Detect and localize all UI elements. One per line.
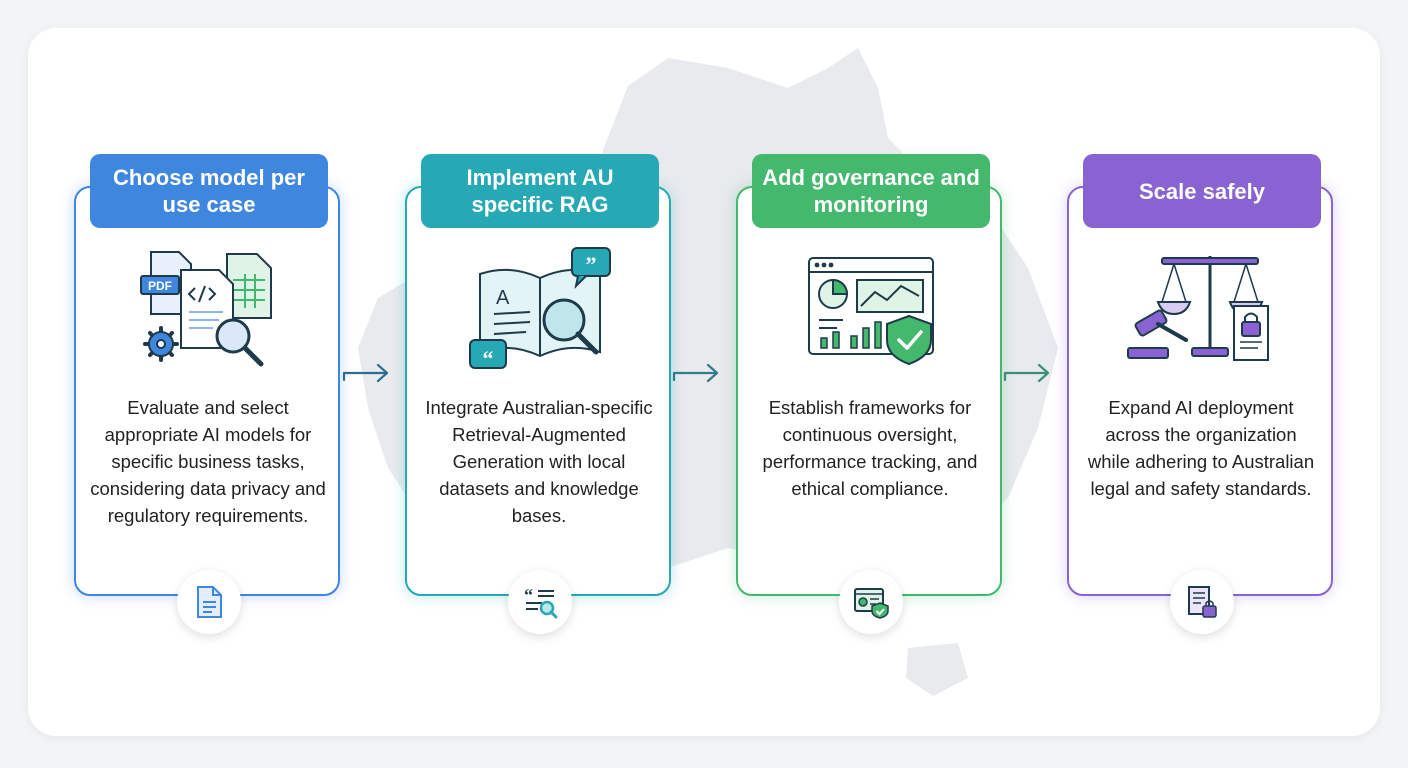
svg-text:“: “ xyxy=(483,346,494,371)
svg-text:“: “ xyxy=(524,585,533,605)
diagram-canvas: Choose model per use case PDF xyxy=(28,28,1380,736)
step-description: Expand AI deployment across the organiza… xyxy=(1087,397,1315,499)
step-badge xyxy=(177,570,241,634)
step-card-implement-rag: Implement AU specific RAG A ” “ Integrat… xyxy=(405,154,671,634)
step-badge xyxy=(839,570,903,634)
step-card-scale-safely: Scale safely Expand AI deployment across… xyxy=(1067,154,1333,634)
arrow-right-icon xyxy=(342,363,389,383)
documents-magnifier-gear-icon: PDF xyxy=(140,251,272,367)
arrow-right-icon xyxy=(672,363,719,383)
arrow-right-icon xyxy=(1003,363,1050,383)
svg-text:”: ” xyxy=(586,252,597,277)
step-title: Scale safely xyxy=(1083,154,1321,228)
step-card-choose-model: Choose model per use case PDF xyxy=(74,154,340,634)
scroll-lock-icon xyxy=(1188,586,1217,618)
step-description: Establish frameworks for continuous over… xyxy=(762,397,978,499)
pdf-label: PDF xyxy=(148,279,172,293)
step-description: Integrate Australian-specific Retrieval-… xyxy=(425,397,653,526)
dashboard-shield-icon xyxy=(854,588,889,619)
quote-search-icon: “ xyxy=(524,585,558,619)
step-card-governance: Add governance and monitoring Establish … xyxy=(736,154,1002,634)
dashboard-shield-icon xyxy=(808,257,934,366)
svg-text:A: A xyxy=(496,287,510,309)
step-description: Evaluate and select appropriate AI model… xyxy=(90,397,326,526)
step-badge: “ xyxy=(508,570,572,634)
scales-gavel-scroll-icon xyxy=(1127,256,1269,361)
step-title: Add governance and monitoring xyxy=(752,154,990,228)
step-title: Choose model per use case xyxy=(90,154,328,228)
document-icon xyxy=(197,586,222,618)
open-book-search-quote-icon: A ” “ xyxy=(469,247,611,371)
step-title: Implement AU specific RAG xyxy=(421,154,659,228)
step-badge xyxy=(1170,570,1234,634)
